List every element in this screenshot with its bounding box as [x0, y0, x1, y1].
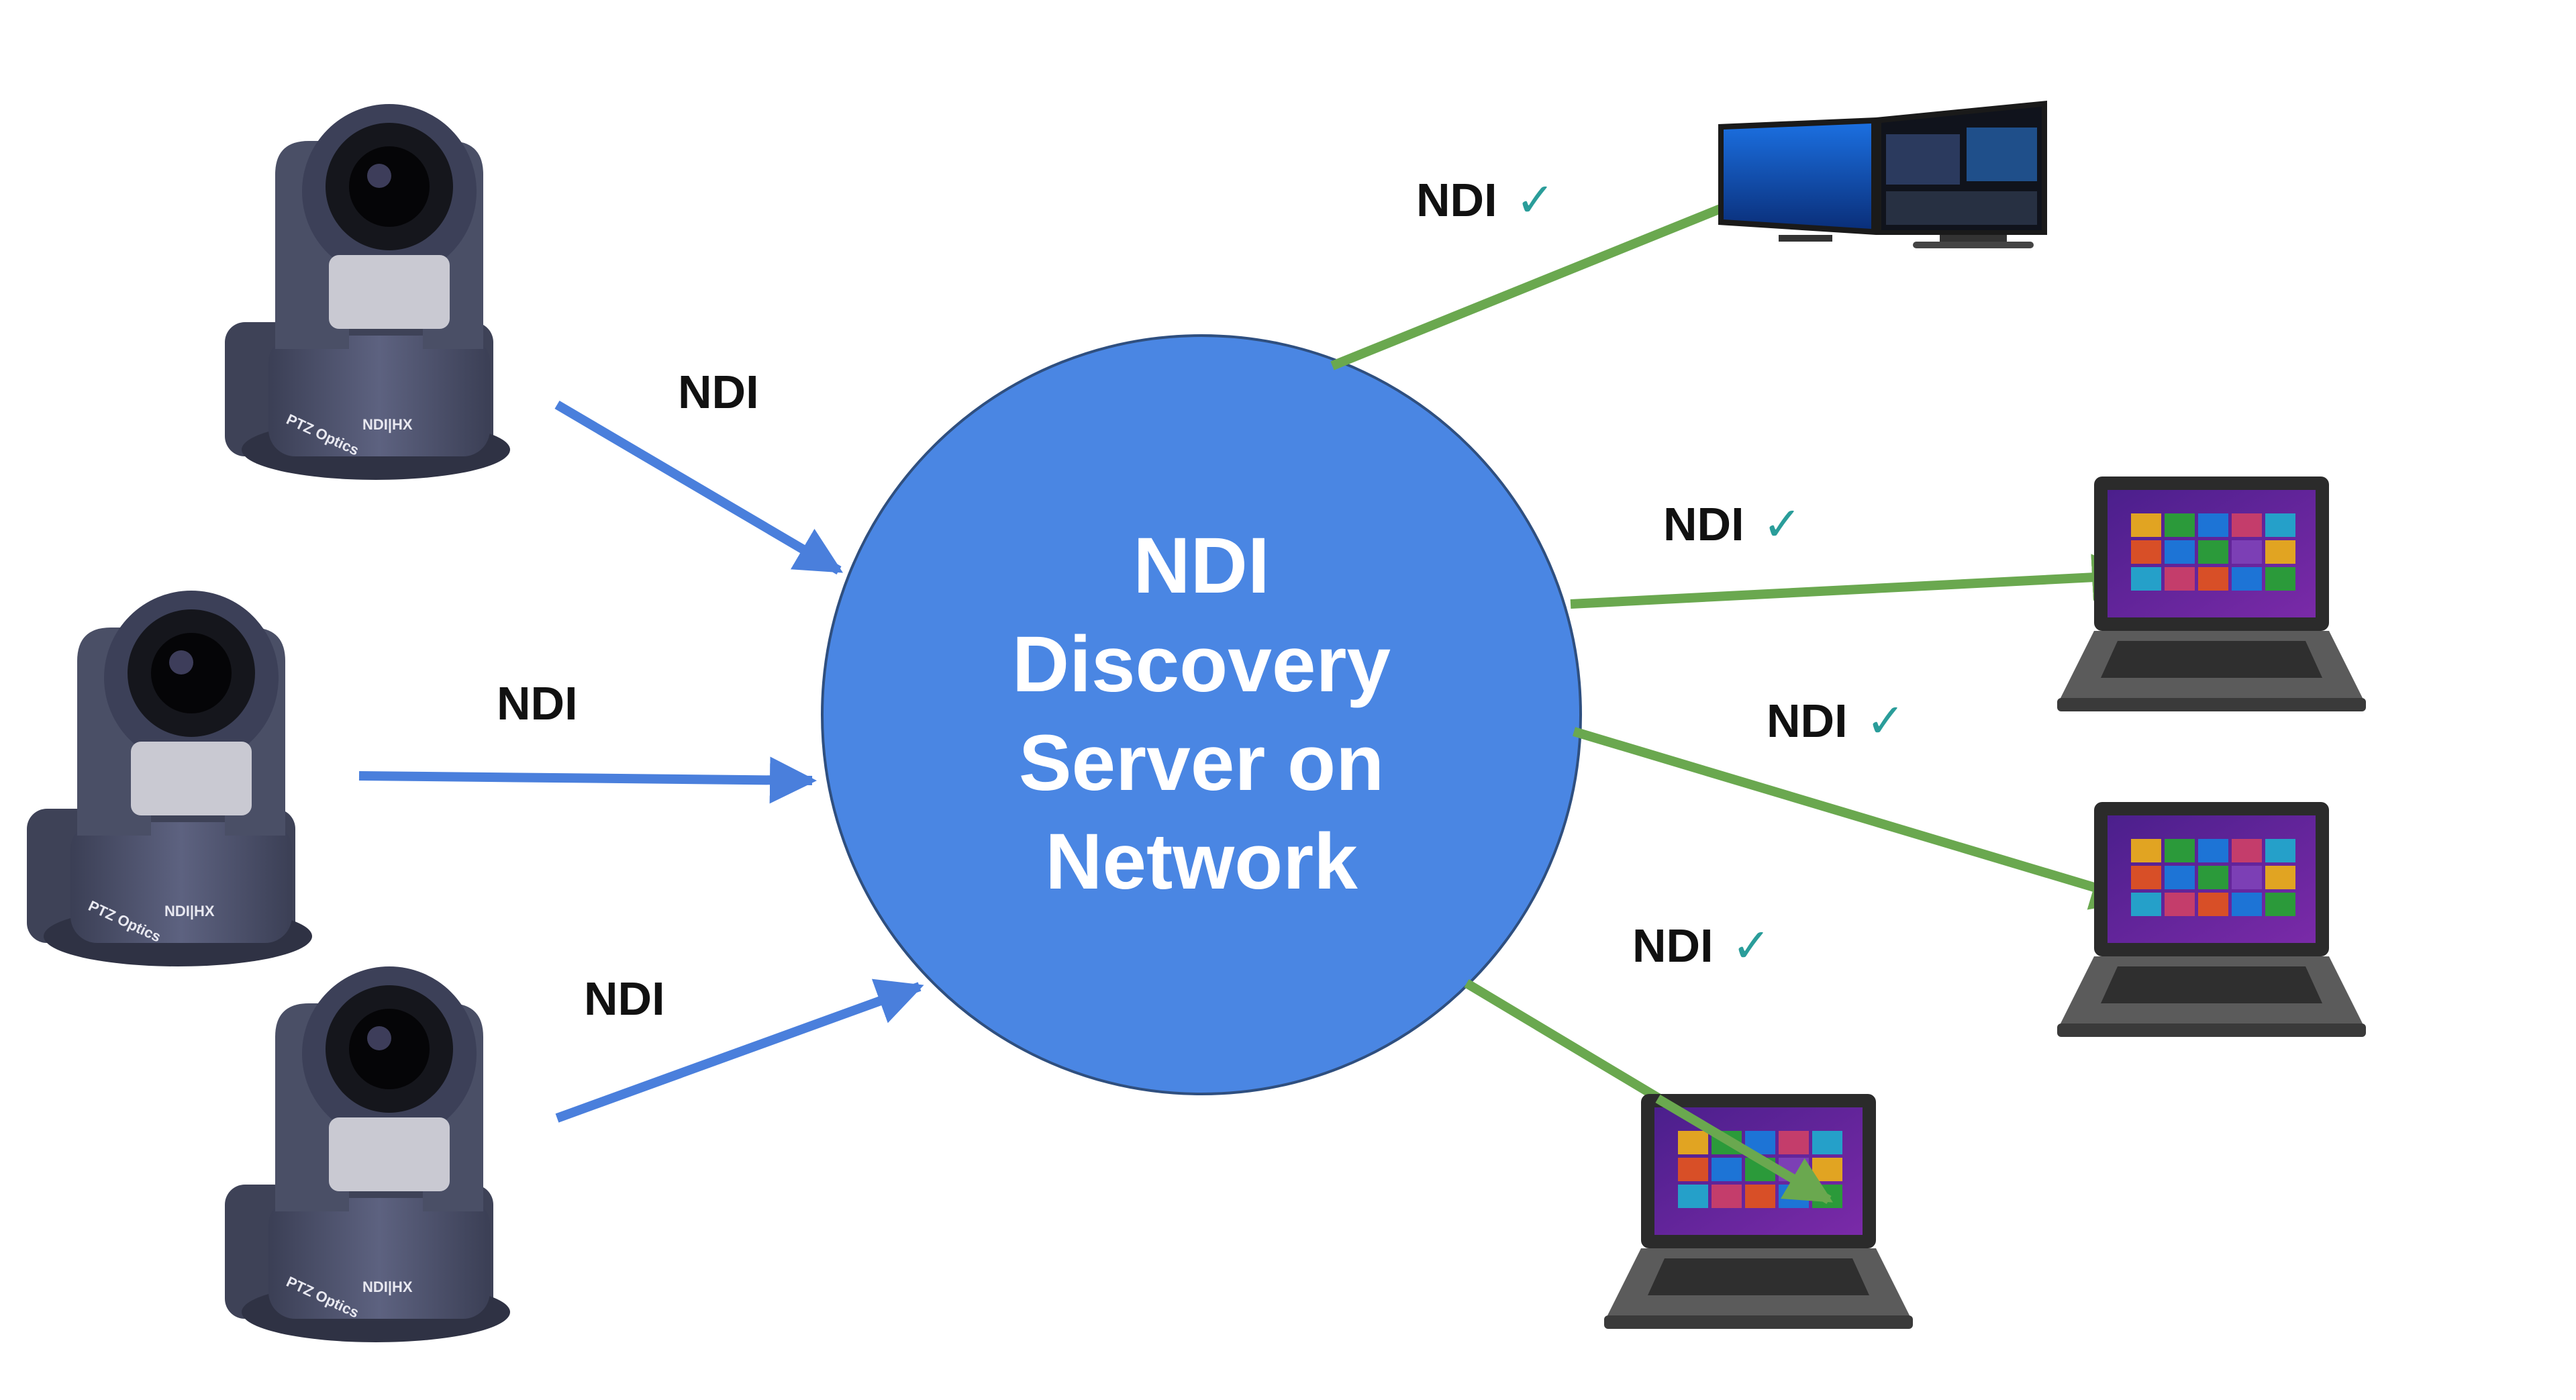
output-arrow-1: [1330, 182, 1777, 370]
output-label-2-text: NDI: [1663, 498, 1744, 550]
laptop-3: [1604, 1094, 1913, 1329]
check-icon: ✓: [1732, 918, 1771, 973]
input-label-3: NDI: [584, 972, 665, 1025]
server-label: NDI Discovery Server on Network: [1012, 521, 1391, 906]
ptz-camera-1: PTZ Optics NDI|HX: [225, 104, 510, 480]
server-line-1: NDI: [1133, 521, 1269, 610]
output-arrow-4-overlay: [1655, 1094, 1834, 1205]
output-label-1: NDI ✓: [1416, 172, 1555, 228]
output-label-1-text: NDI: [1416, 174, 1497, 226]
ptz-camera-3: PTZ Optics NDI|HX: [225, 966, 510, 1342]
output-arrow-2: [1570, 554, 2139, 609]
output-label-2: NDI ✓: [1663, 497, 1802, 552]
camera-1-badge: NDI|HX: [362, 416, 413, 433]
camera-3-badge: NDI|HX: [362, 1279, 413, 1295]
check-icon: ✓: [1763, 497, 1802, 552]
ptz-camera-2: PTZ Optics NDI|HX: [27, 591, 312, 966]
camera-2-badge: NDI|HX: [164, 903, 215, 919]
output-label-3-text: NDI: [1767, 695, 1848, 747]
check-icon: ✓: [1516, 172, 1555, 228]
input-arrow-3: [555, 979, 924, 1123]
output-label-4-text: NDI: [1632, 919, 1714, 972]
laptop-1: [2057, 477, 2366, 711]
check-icon: ✓: [1866, 693, 1905, 748]
input-label-1: NDI: [678, 366, 759, 418]
discovery-server-circle: [821, 334, 1582, 1095]
server-line-4: Network: [1045, 817, 1358, 906]
output-label-4: NDI ✓: [1632, 918, 1771, 973]
input-arrow-2: [358, 756, 817, 804]
laptop-2: [2057, 802, 2366, 1037]
server-line-3: Server on: [1019, 719, 1384, 807]
input-arrow-1: [554, 400, 844, 575]
input-label-2: NDI: [497, 677, 578, 730]
server-line-2: Discovery: [1012, 620, 1391, 709]
output-arrow-3: [1572, 727, 2139, 910]
output-label-3: NDI ✓: [1767, 693, 1905, 748]
dual-monitor: [1718, 101, 2047, 248]
